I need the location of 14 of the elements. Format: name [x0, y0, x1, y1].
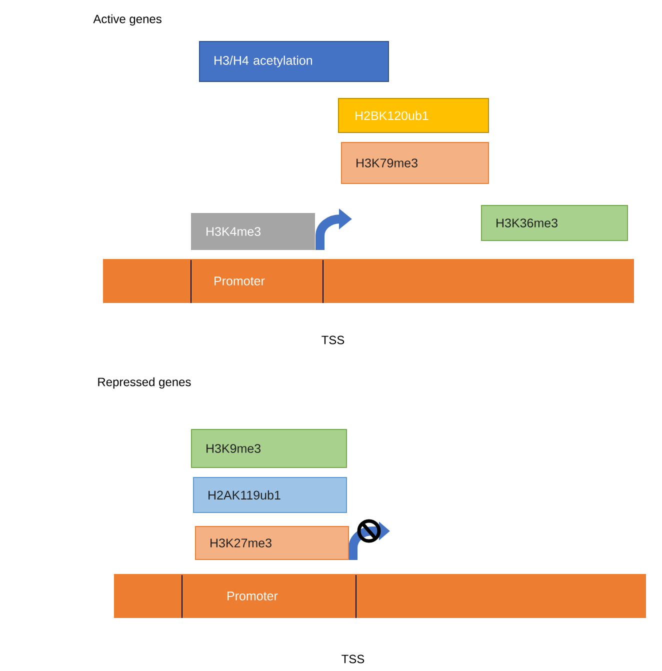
- gene-bar: Promoter: [114, 574, 646, 618]
- section-heading: Repressed genes: [98, 377, 191, 389]
- section-heading: Active genes: [93, 14, 162, 26]
- mark-box: H3K36me3: [481, 205, 628, 241]
- mark-box: H2AK119ub1: [193, 477, 347, 513]
- tss-label: TSS: [322, 336, 344, 344]
- mark-box: H3K27me3: [195, 526, 349, 560]
- mark-box: H2BK120ub1: [338, 98, 489, 133]
- tss-label: TSS: [342, 654, 364, 664]
- mark-box: H3K9me3: [191, 429, 347, 468]
- mark-box: H3K79me3: [341, 142, 489, 184]
- gene-bar: Promoter: [103, 259, 634, 304]
- mark-box: H3/H4 acetylation: [199, 41, 389, 82]
- mark-box: H3K4me3: [191, 213, 315, 250]
